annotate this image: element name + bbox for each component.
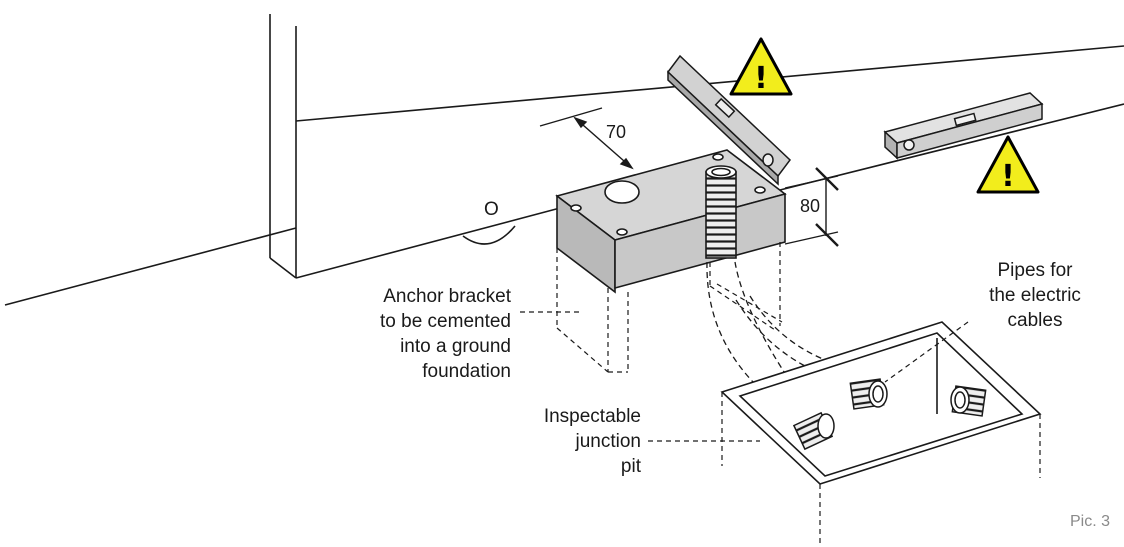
svg-text:Inspectable: Inspectable xyxy=(544,406,641,427)
warning-mark: ! xyxy=(754,61,768,96)
dimension-80 xyxy=(784,167,839,247)
pipes-label: Pipes for the electric cables xyxy=(989,260,1081,331)
dimension-70 xyxy=(539,107,634,170)
leader-lines xyxy=(520,311,969,442)
spirit-level-icon xyxy=(666,54,792,186)
pit-pipe xyxy=(849,378,888,410)
svg-text:Anchor bracket: Anchor bracket xyxy=(383,286,512,307)
svg-text:foundation: foundation xyxy=(422,361,511,382)
ground-line xyxy=(4,45,1124,306)
svg-text:Pipes for: Pipes for xyxy=(998,260,1074,281)
svg-text:pit: pit xyxy=(621,456,642,477)
figure-caption: Pic. 3 xyxy=(1070,513,1110,530)
pit-pipe xyxy=(950,385,987,417)
anchor-bracket xyxy=(555,149,787,294)
dimension-80-label: 80 xyxy=(800,196,820,216)
pit-dashed-walls xyxy=(721,392,1041,547)
svg-text:cables: cables xyxy=(1008,310,1063,331)
gate-leaf xyxy=(269,14,297,279)
warning-triangle-icon: ! xyxy=(976,135,1040,194)
junction-pit-label: Inspectable junction pit xyxy=(544,406,642,477)
bracket-dashed-legs xyxy=(556,242,783,373)
pit-pipe xyxy=(792,411,835,451)
vertical-pipe xyxy=(705,165,737,259)
svg-text:to be cemented: to be cemented xyxy=(380,311,511,332)
svg-text:into a ground: into a ground xyxy=(400,336,511,357)
warning-mark: ! xyxy=(1001,159,1015,194)
warning-triangle-icon: ! xyxy=(729,37,793,96)
svg-text:the electric: the electric xyxy=(989,285,1081,306)
svg-text:junction: junction xyxy=(575,431,642,452)
gate-mark: O xyxy=(484,199,499,220)
dimension-70-label: 70 xyxy=(606,122,626,142)
gate-wheel xyxy=(462,225,516,245)
anchor-bracket-label: Anchor bracket to be cemented into a gro… xyxy=(380,286,512,382)
spirit-level-horizontal-icon xyxy=(883,92,1044,160)
